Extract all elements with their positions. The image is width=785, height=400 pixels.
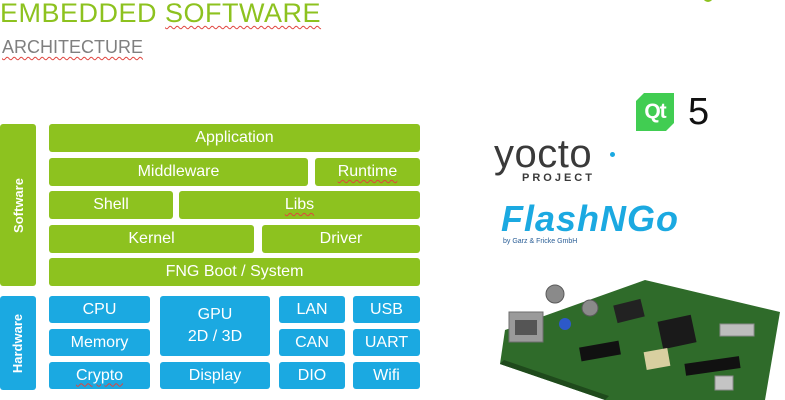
memory-label: Memory bbox=[70, 333, 129, 351]
qt-version: 5 bbox=[688, 91, 710, 133]
connector-right-icon bbox=[684, 356, 741, 376]
middleware-block: Middleware bbox=[49, 158, 308, 186]
corner-decoration bbox=[703, 0, 713, 2]
lan-block: LAN bbox=[279, 296, 345, 323]
driver-label: Driver bbox=[319, 230, 363, 247]
wifi-block: Wifi bbox=[353, 362, 420, 389]
page-subtitle: ARCHITECTURE bbox=[2, 37, 144, 57]
middleware-label: Middleware bbox=[137, 163, 220, 180]
wifi-label: Wifi bbox=[373, 366, 400, 384]
fng-boot-label: FNG Boot / System bbox=[165, 263, 304, 280]
shell-label: Shell bbox=[93, 196, 129, 213]
shell-block: Shell bbox=[49, 191, 173, 219]
title-part-software: SOFTWARE bbox=[165, 0, 322, 28]
memory-block: Memory bbox=[49, 329, 150, 356]
flashngo-sub-text: by Garz & Fricke GmbH bbox=[503, 238, 578, 245]
software-side-label: Software bbox=[0, 124, 36, 286]
display-label: Display bbox=[188, 366, 242, 384]
application-label: Application bbox=[195, 129, 274, 146]
qt-logo-text: Qt bbox=[644, 100, 666, 123]
memory-chip-icon bbox=[613, 298, 645, 324]
usb-port-icon bbox=[714, 375, 734, 391]
flashngo-logo-text: FlashNGo bbox=[501, 198, 680, 239]
kernel-label: Kernel bbox=[128, 230, 175, 247]
yocto-logo-text: yocto bbox=[494, 132, 593, 176]
driver-block: Driver bbox=[262, 225, 420, 253]
fng-boot-block: FNG Boot / System bbox=[49, 258, 420, 286]
ethernet-port-hole-icon bbox=[515, 320, 537, 335]
embedded-board-image bbox=[500, 280, 780, 400]
qt-logo-icon: Qt bbox=[636, 93, 674, 131]
runtime-label: Runtime bbox=[337, 163, 398, 180]
capacitor-icon bbox=[545, 284, 565, 304]
cpu-label: CPU bbox=[82, 300, 117, 318]
yocto-dot-icon bbox=[610, 152, 615, 157]
usb-block: USB bbox=[353, 296, 420, 323]
page-title: EMBEDDED SOFTWARE bbox=[0, 0, 321, 29]
cr2032-holder-icon bbox=[643, 348, 671, 370]
crypto-block: Crypto bbox=[49, 362, 150, 389]
blue-component-icon bbox=[559, 318, 571, 330]
display-block: Display bbox=[160, 362, 270, 389]
can-label: CAN bbox=[295, 333, 329, 351]
cpu-chip-icon bbox=[657, 314, 697, 350]
gpu-2d3d-label: 2D / 3D bbox=[187, 328, 243, 345]
kernel-block: Kernel bbox=[49, 225, 254, 253]
gpu-label: GPU bbox=[197, 306, 233, 323]
dio-label: DIO bbox=[297, 366, 327, 384]
runtime-block: Runtime bbox=[315, 158, 420, 186]
cpu-block: CPU bbox=[49, 296, 150, 323]
software-label: Software bbox=[10, 177, 26, 233]
application-block: Application bbox=[49, 124, 420, 152]
sd-slot-icon bbox=[719, 323, 755, 337]
uart-block: UART bbox=[353, 329, 420, 356]
gpu-block: GPU 2D / 3D bbox=[160, 296, 270, 356]
libs-label: Libs bbox=[284, 196, 315, 213]
yocto-project-text: PROJECT bbox=[522, 172, 595, 184]
connector-black-icon bbox=[579, 340, 621, 362]
title-part-embedded: EMBEDDED bbox=[0, 0, 158, 28]
hardware-side-label: Hardware bbox=[0, 296, 36, 390]
can-block: CAN bbox=[279, 329, 345, 356]
libs-block: Libs bbox=[179, 191, 420, 219]
uart-label: UART bbox=[364, 333, 409, 351]
usb-label: USB bbox=[370, 300, 403, 318]
lan-label: LAN bbox=[296, 300, 328, 318]
capacitor-2-icon bbox=[581, 299, 599, 317]
crypto-label: Crypto bbox=[75, 366, 124, 384]
board-edge-icon bbox=[500, 360, 609, 400]
dio-block: DIO bbox=[279, 362, 345, 389]
hardware-label: Hardware bbox=[10, 313, 26, 373]
